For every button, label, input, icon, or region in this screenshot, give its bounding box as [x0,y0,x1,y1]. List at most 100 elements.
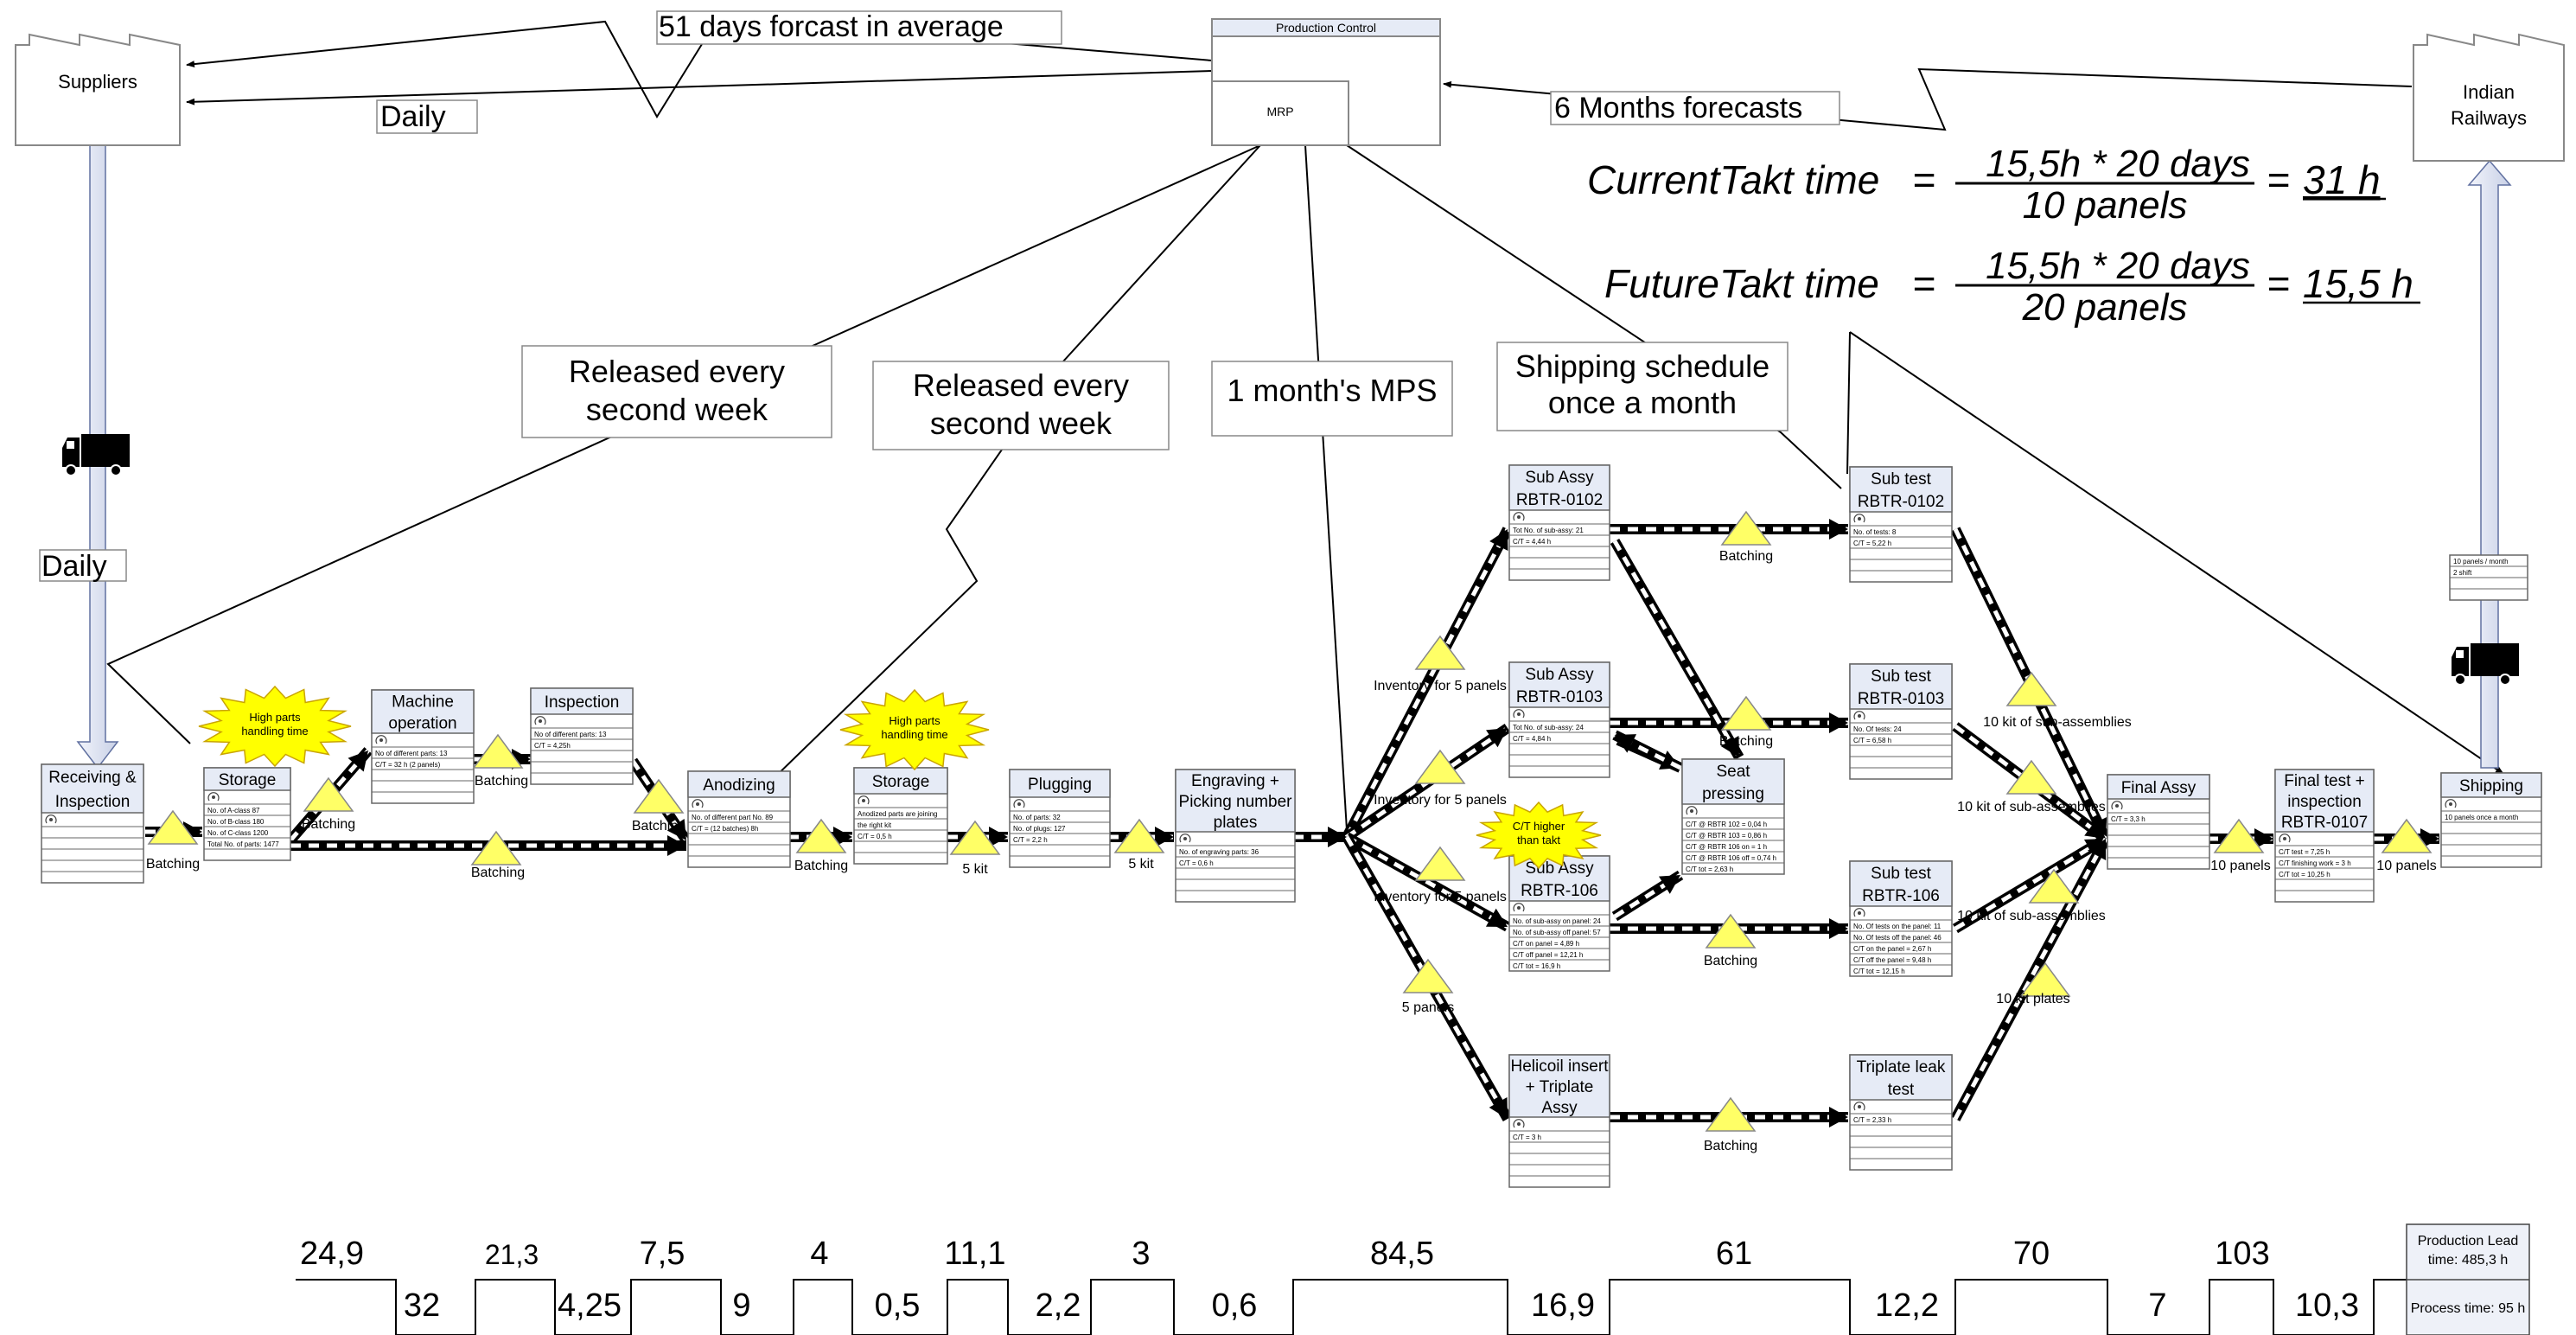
process-data-row: No of different parts: 13 [534,731,607,738]
process-title: Anodizing [703,776,775,795]
operator-icon [1013,799,1025,808]
ladder-process-value: 9 [732,1287,750,1324]
current-takt-result: 31 h [2303,157,2381,202]
process-title: Shipping [2459,777,2523,795]
svg-text:High parts: High parts [889,714,940,727]
process-title: RBTR-0102 [1858,493,1944,511]
process-shipping[interactable]: Shipping 10 panels once a month [2440,772,2542,868]
process-data-row: C/T = 4,44 h [1513,538,1551,546]
push-triplate-final [1950,836,2111,1121]
inventory-triangle: Batching [146,809,200,872]
svg-text:than takt: than takt [1517,834,1560,846]
info-line-release-2 [768,144,1261,783]
operator-icon [1853,711,1865,720]
process-data-row: 10 panels / month [2453,558,2509,565]
process-title: RBTR-106 [1521,882,1598,900]
operator-icon [207,792,220,802]
process-title: RBTR-0103 [1516,688,1603,706]
supplier-factory: Suppliers [15,33,181,146]
information-flow [106,17,2504,831]
svg-text:C/T higher: C/T higher [1513,820,1565,833]
production-control-title: Production Control [1276,21,1376,35]
process-data-row: C/T @ RBTR 103 = 0,86 h [1686,832,1767,840]
svg-text:Released every: Released every [913,367,1129,403]
process-title: inspection [2287,793,2362,811]
process-data-row: No. of A-class 87 [207,807,260,814]
inventory-triangle: Batching [302,776,355,832]
process-data-row: C/T on panel = 4,89 h [1513,940,1579,948]
process-title: Helicoil insert [1511,1057,1610,1076]
inventory-triangle: Batching [472,733,528,789]
svg-text:Shipping schedule: Shipping schedule [1515,348,1769,384]
process-data-row: C/T = (12 batches) 8h [692,825,758,833]
process-data-row: C/T = 0,6 h [1179,859,1214,867]
process-data-row: 2 shift [2453,569,2472,577]
truck-icon [2452,643,2519,686]
released-box-1: Released every second week [521,345,832,438]
inventory-label: Batching [1704,1139,1757,1153]
process-data-row: No. of parts: 32 [1013,814,1061,821]
ladder-process-value: 7 [2148,1287,2166,1324]
process-title: Receiving & [48,769,137,787]
mps-box: 1 month's MPS [1211,361,1453,437]
process-receiving[interactable]: Receiving &Inspection [41,763,144,884]
operator-icon [1513,903,1525,912]
inventory-triangle: 5 panels [1402,958,1454,1015]
inventory-triangles: BatchingBatchingBatchingBatchingBatching… [146,510,2437,1153]
ladder-process-value: 4,25 [558,1287,622,1324]
process-title: operation [388,715,456,733]
released-box-2: Released every second week [872,361,1170,450]
process-data-row: No. Of tests on the panel: 11 [1853,923,1942,930]
process-data-row: No. of sub-assy off panel: 57 [1513,929,1601,936]
process-data-row: C/T finishing work = 3 h [2279,859,2351,867]
process-data-row: the right kit [858,821,892,829]
inventory-label: Batching [1704,954,1757,968]
ladder-wait-value: 3 [1132,1236,1150,1272]
process-title: pressing [1702,785,1764,803]
process-data-row: No. Of tests off the panel: 46 [1853,934,1942,942]
operator-icon [1853,514,1865,523]
ladder-process-value: 0,5 [875,1287,921,1324]
inventory-triangle: Inventory for 5 panels [1374,749,1507,808]
process-title: Final test + [2284,772,2364,790]
process-data-row: C/T @ RBTR 106 off = 0,74 h [1686,854,1776,862]
inventory-triangle: Inventory for 5 panels [1374,635,1507,693]
inventory-triangle: 10 panels [2376,818,2437,873]
shipment-arrows [76,144,2512,770]
inventory-label: 10 kit of sub-assemblies [1957,800,2106,814]
inventory-label: 5 kit [1128,857,1154,872]
svg-text:6 Months forecasts: 6 Months forecasts [1554,92,1802,125]
info-line-daily-orders [186,70,1213,105]
svg-text:second week: second week [930,406,1113,441]
future-takt-num: 15,5h * 20 days [1986,245,2250,287]
process-title: Storage [872,773,930,791]
process-data-row: No. of sub-assy on panel: 24 [1513,917,1601,925]
svg-text:Daily: Daily [41,550,107,583]
inventory-label: Batching [302,817,355,832]
process-data-row: C/T = 4,25h [534,742,571,750]
inventory-triangle: 10 kit plates [1996,961,2071,1006]
process-data-row: 10 panels once a month [2445,814,2518,821]
process-customer_box[interactable]: 10 panels / month 2 shift [2449,554,2528,601]
info-line-mps [1304,144,1348,831]
